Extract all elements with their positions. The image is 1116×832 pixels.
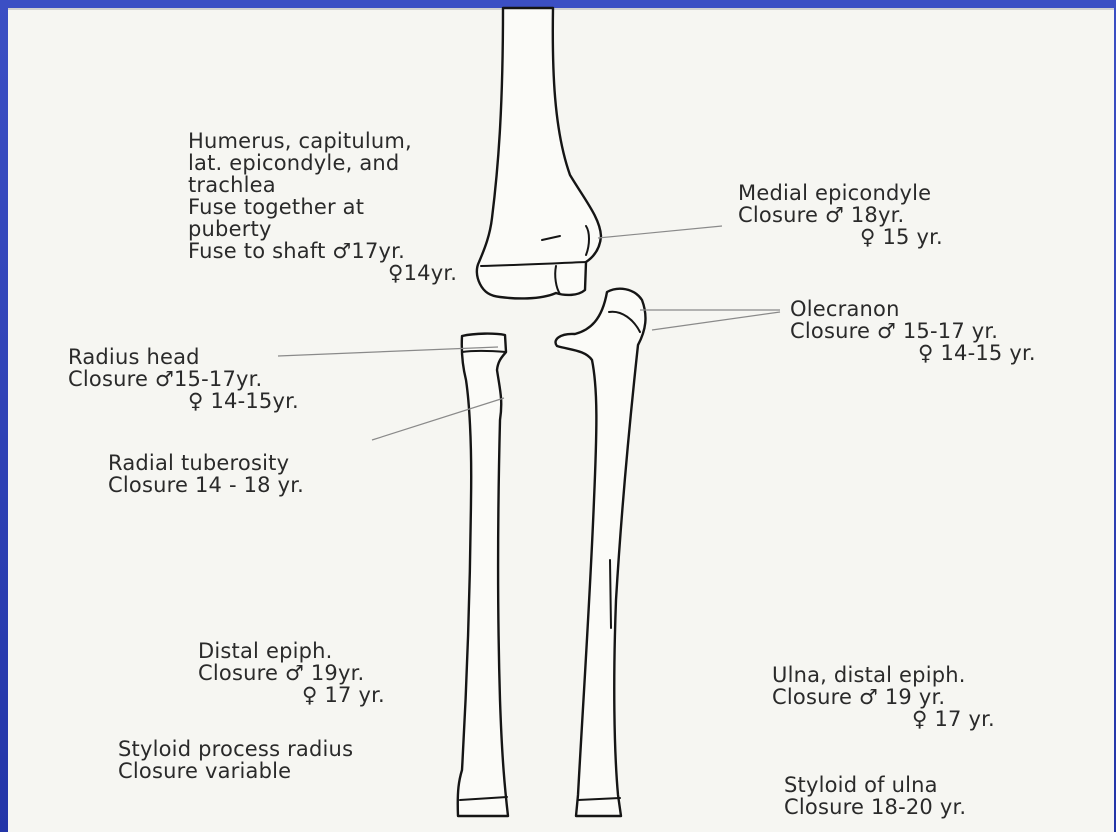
ulna-shaft-line xyxy=(610,560,611,628)
radius-head-title: Radius head xyxy=(68,346,299,368)
humerus-female: ♀14yr. xyxy=(188,262,457,284)
medial-epicondyle-male: Closure ♂ 18yr. xyxy=(738,204,943,226)
olecranon-title: Olecranon xyxy=(790,298,1036,320)
humerus-bone xyxy=(477,8,601,298)
humerus-line-3: trachlea xyxy=(188,174,457,196)
leader-medial-epicondyle xyxy=(598,226,722,238)
olecranon-label: Olecranon Closure ♂ 15-17 yr. ♀ 14-15 yr… xyxy=(790,298,1036,364)
ulna-distal-male: Closure ♂ 19 yr. xyxy=(772,686,995,708)
styloid-radius-title: Styloid process radius xyxy=(118,738,353,760)
distal-epiph-label: Distal epiph. Closure ♂ 19yr. ♀ 17 yr. xyxy=(198,640,385,706)
radius-head-label: Radius head Closure ♂15-17yr. ♀ 14-15yr. xyxy=(68,346,299,412)
ulna-distal-title: Ulna, distal epiph. xyxy=(772,664,995,686)
distal-epiph-female: ♀ 17 yr. xyxy=(198,684,385,706)
radius-head-male: Closure ♂15-17yr. xyxy=(68,368,299,390)
styloid-ulna-title: Styloid of ulna xyxy=(784,774,966,796)
ulna-bone xyxy=(556,289,646,816)
humerus-line-6: Fuse to shaft ♂17yr. xyxy=(188,240,457,262)
humerus-line-4: Fuse together at xyxy=(188,196,457,218)
humerus-line-5: puberty xyxy=(188,218,457,240)
olecranon-male: Closure ♂ 15-17 yr. xyxy=(790,320,1036,342)
radial-tuberosity-label: Radial tuberosity Closure 14 - 18 yr. xyxy=(108,452,304,496)
olecranon-female: ♀ 14-15 yr. xyxy=(790,342,1036,364)
radial-tuberosity-title: Radial tuberosity xyxy=(108,452,304,474)
styloid-ulna-label: Styloid of ulna Closure 18-20 yr. xyxy=(784,774,966,818)
ulna-distal-label: Ulna, distal epiph. Closure ♂ 19 yr. ♀ 1… xyxy=(772,664,995,730)
styloid-radius-label: Styloid process radius Closure variable xyxy=(118,738,353,782)
radius-bone xyxy=(458,334,508,816)
humerus-line-1: Humerus, capitulum, xyxy=(188,130,457,152)
ulna-distal-female: ♀ 17 yr. xyxy=(772,708,995,730)
distal-epiph-male: Closure ♂ 19yr. xyxy=(198,662,385,684)
styloid-ulna-closure: Closure 18-20 yr. xyxy=(784,796,966,818)
humerus-label: Humerus, capitulum, lat. epicondyle, and… xyxy=(188,130,457,284)
radius-head-female: ♀ 14-15yr. xyxy=(68,390,299,412)
medial-epicondyle-title: Medial epicondyle xyxy=(738,182,943,204)
radial-tuberosity-closure: Closure 14 - 18 yr. xyxy=(108,474,304,496)
styloid-radius-closure: Closure variable xyxy=(118,760,353,782)
distal-epiph-title: Distal epiph. xyxy=(198,640,385,662)
humerus-line-2: lat. epicondyle, and xyxy=(188,152,457,174)
medial-epicondyle-female: ♀ 15 yr. xyxy=(738,226,943,248)
leader-olecranon-2 xyxy=(652,312,780,330)
medial-epicondyle-label: Medial epicondyle Closure ♂ 18yr. ♀ 15 y… xyxy=(738,182,943,248)
radius-head-line xyxy=(462,351,506,352)
